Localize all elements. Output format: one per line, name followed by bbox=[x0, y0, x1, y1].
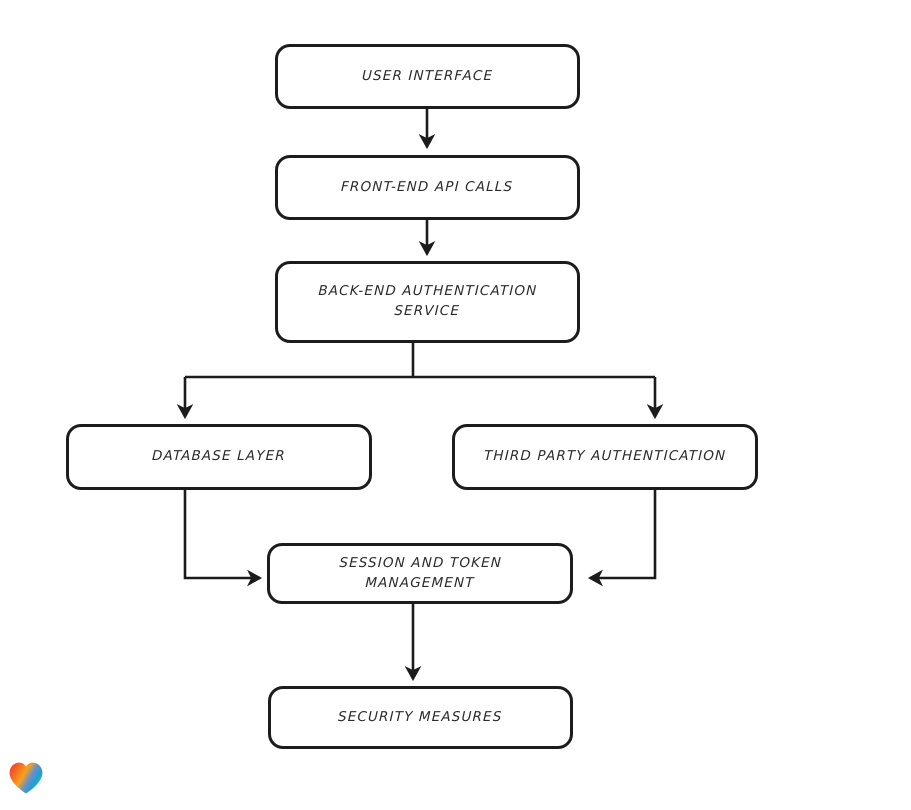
node-security-measures[interactable]: Security Measures bbox=[268, 686, 573, 749]
node-label: Session and Token Management bbox=[338, 554, 502, 591]
node-label: Database Layer bbox=[151, 448, 287, 465]
heart-icon-wrapper bbox=[8, 761, 44, 795]
edge-thirdparty-to-session bbox=[587, 490, 657, 587]
node-database-layer[interactable]: Database Layer bbox=[66, 424, 372, 490]
node-label: Front-End API Calls bbox=[341, 178, 514, 195]
node-label: Back-End Authentication Service bbox=[318, 283, 538, 319]
node-label: Security Measures bbox=[338, 708, 504, 725]
node-label: User Interface bbox=[361, 67, 494, 84]
heart-icon bbox=[9, 762, 43, 794]
node-front-end-api-calls[interactable]: Front-End API Calls bbox=[275, 155, 580, 220]
node-label: Third Party Authentication bbox=[483, 448, 727, 465]
node-third-party-auth[interactable]: Third Party Authentication bbox=[452, 424, 758, 490]
node-session-token-management[interactable]: Session and Token Management bbox=[267, 543, 573, 604]
node-user-interface[interactable]: User Interface bbox=[275, 44, 580, 109]
node-back-end-auth-service[interactable]: Back-End Authentication Service bbox=[275, 261, 580, 343]
edge-database-to-session bbox=[183, 490, 263, 587]
